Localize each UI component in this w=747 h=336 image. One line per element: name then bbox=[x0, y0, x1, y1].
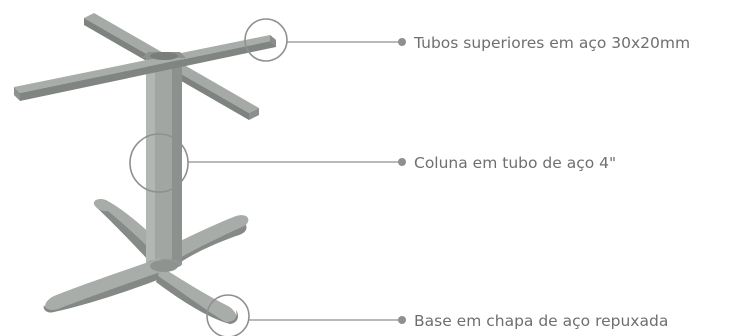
base-front-feet bbox=[43, 258, 238, 324]
callout-column: Coluna em tubo de aço 4" bbox=[129, 133, 616, 193]
callout-base-magnifier bbox=[206, 294, 250, 336]
callout-base-label: Base em chapa de aço repuxada bbox=[414, 312, 668, 330]
callout-column-dot bbox=[398, 158, 406, 166]
callout-top: Tubos superiores em aço 30x20mm bbox=[244, 18, 690, 62]
callout-column-label: Coluna em tubo de aço 4" bbox=[414, 154, 616, 172]
cross-hub bbox=[142, 52, 186, 60]
callout-top-magnifier bbox=[244, 18, 288, 62]
callout-base-dot bbox=[398, 316, 406, 324]
callout-top-dot bbox=[398, 38, 406, 46]
callout-base: Base em chapa de aço repuxada bbox=[206, 294, 668, 336]
callout-column-magnifier bbox=[129, 133, 189, 193]
table-base-illustration bbox=[14, 13, 276, 324]
callout-top-label: Tubos superiores em aço 30x20mm bbox=[413, 34, 690, 52]
column-tube bbox=[146, 53, 182, 269]
top-front-tube bbox=[14, 35, 276, 101]
